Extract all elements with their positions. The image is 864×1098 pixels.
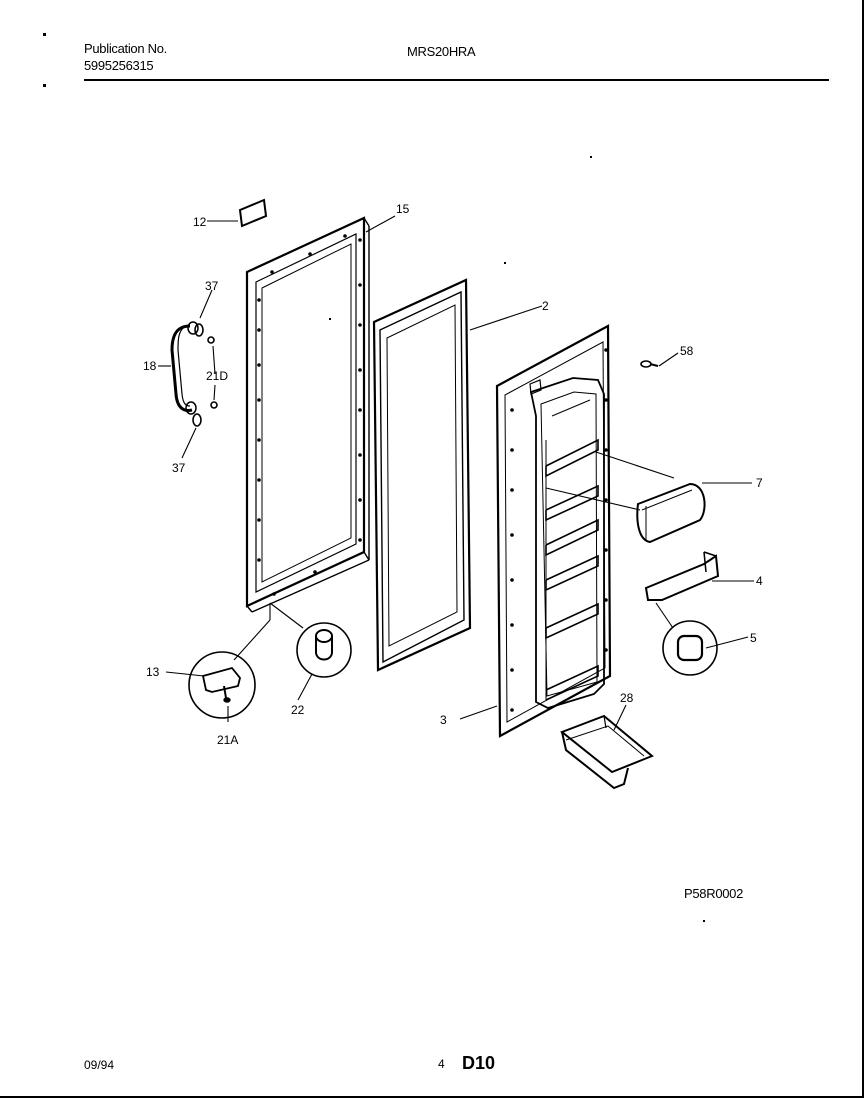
footer-date: 09/94 [84,1058,115,1072]
callout-4: 4 [756,574,763,588]
part-22-detail-circle [296,622,352,678]
callout-2: 2 [542,299,549,313]
liner-door-shelves [545,399,599,701]
publication-number: 5995256315 [84,58,154,73]
callout-37-bottom: 37 [172,461,186,475]
callout-5: 5 [750,631,757,645]
callout-22: 22 [291,703,305,717]
callout-58: 58 [680,344,694,358]
model-number: MRS20HRA [407,44,476,59]
callout-leader-lines [158,215,754,731]
part-18-door-handle [170,321,199,415]
callout-15: 15 [396,202,410,216]
scan-mark [43,33,46,36]
scan-mark [43,84,46,87]
callout-13: 13 [146,665,160,679]
part-13-hinge-detail-circle [188,651,256,719]
callout-3: 3 [440,713,447,727]
header-rule [84,79,829,81]
callout-37-top: 37 [205,279,219,293]
part-21d-handle-screw [207,336,218,409]
diagram-reference-code: P58R0002 [684,886,744,901]
callout-12: 12 [193,215,207,229]
part-4-shelf-bar [644,551,720,601]
footer-page-number: 4 [438,1057,445,1071]
part-5-detail-circle [662,620,718,676]
part-3-door-liner [495,324,612,738]
callout-21d: 21D [206,369,228,383]
part-12-label-plate [238,198,268,228]
callout-labels: 12 15 37 18 21D 37 2 58 7 4 5 13 22 21A … [143,202,763,747]
liner-screw-holes [510,348,608,712]
callout-21a: 21A [217,733,238,747]
callout-7: 7 [756,476,763,490]
callout-28: 28 [620,691,634,705]
callout-18: 18 [143,359,157,373]
publication-label: Publication No. [84,41,167,56]
part-28-door-bin [560,714,654,790]
stray-scan-marks [329,156,705,922]
part-37-handle-cap [192,323,204,427]
part-58-screw [640,360,659,368]
part-15-door-outer-panel [245,216,370,613]
part-2-door-gasket [372,278,472,672]
part-7-shelf-front [636,482,706,544]
door-panel-screw-holes [257,234,362,596]
footer-section-code: D10 [462,1053,496,1073]
